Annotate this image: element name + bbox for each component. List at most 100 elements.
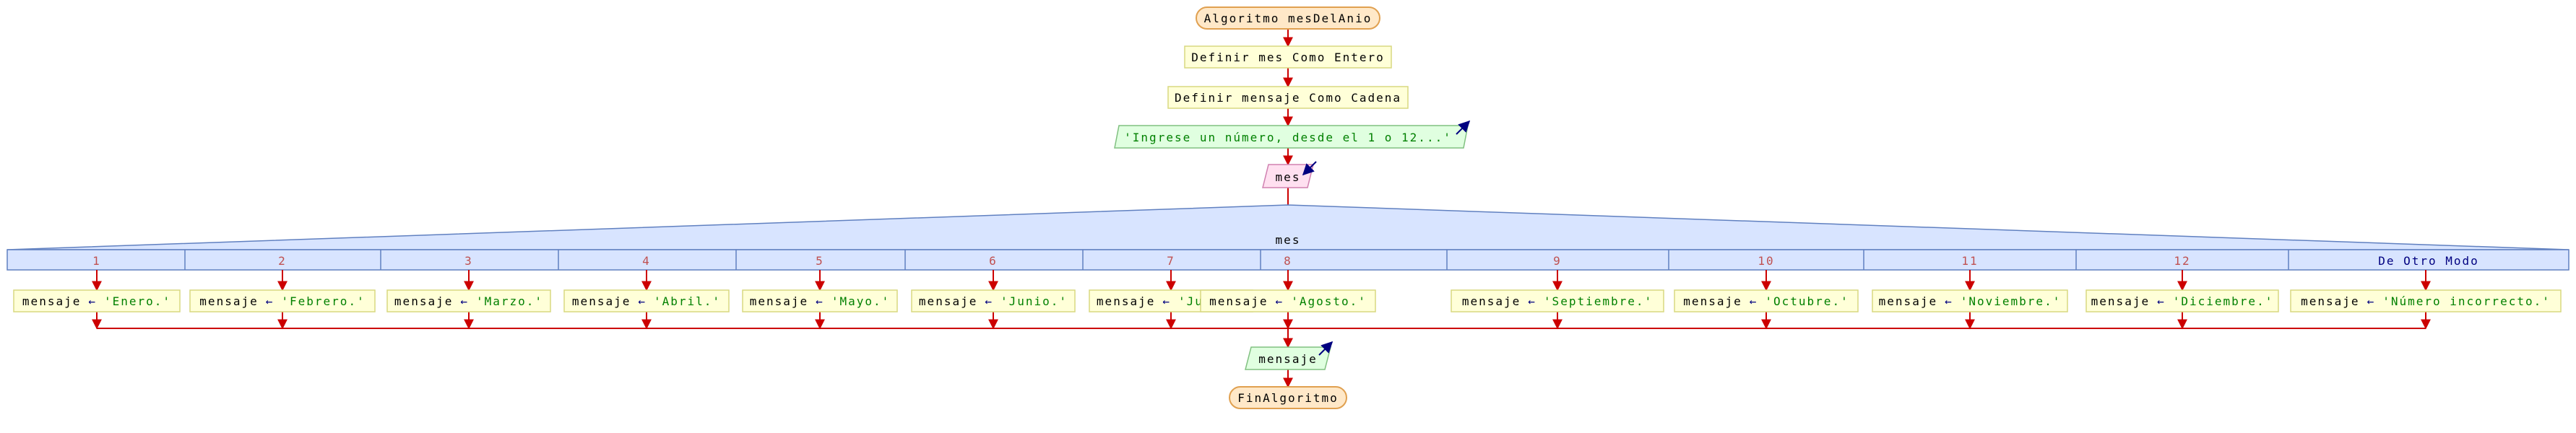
define-mes-box: Definir mes Como Entero xyxy=(1184,45,1392,69)
case-label-7: 7 xyxy=(1167,254,1175,268)
action-box xyxy=(563,289,730,312)
assignment-arrow: ← xyxy=(816,294,824,308)
case-action-10: mensaje←'Octubre.' xyxy=(1674,289,1859,312)
case-label-2: 2 xyxy=(278,254,287,268)
assignment-arrow: ← xyxy=(638,294,647,308)
assignment-arrow: ← xyxy=(266,294,275,308)
assignment-text: mensaje ← 'Número incorrecto.' xyxy=(2301,294,2551,308)
assignment-var: mensaje xyxy=(1879,294,1937,308)
input-mes-text: mes xyxy=(1276,170,1301,184)
assignment-value: 'Agosto.' xyxy=(1291,294,1367,308)
start-terminal: Algoritmo mesDelAnio xyxy=(1196,6,1380,30)
assignment-value: 'Diciembre.' xyxy=(2173,294,2274,308)
case-label-1: 1 xyxy=(92,254,101,268)
action-box xyxy=(2086,289,2279,312)
assignment-value: 'Enero.' xyxy=(104,294,171,308)
case-actions: mensaje←'Enero.'mensaje←'Febrero.'mensaj… xyxy=(13,289,2562,312)
case-label-default: De Otro Modo xyxy=(2378,254,2479,268)
assignment-var: mensaje xyxy=(2301,294,2359,308)
assignment-var: mensaje xyxy=(2091,294,2150,308)
start-label: Algoritmo mesDelAnio xyxy=(1204,12,1373,25)
assignment-text: mensaje ← 'Mayo.' xyxy=(750,294,891,308)
input-arrow-icon xyxy=(1302,161,1317,176)
end-terminal: FinAlgoritmo xyxy=(1229,386,1347,409)
assignment-value: 'Octubre.' xyxy=(1765,294,1849,308)
action-box xyxy=(1451,289,1664,312)
case-action-4: mensaje ← 'Abril.' xyxy=(563,289,730,312)
output-prompt: 'Ingrese un número, desde el 1 o 12...' xyxy=(1114,120,1471,149)
action-box xyxy=(386,289,551,312)
assignment-arrow: ← xyxy=(2367,294,2376,308)
action-box xyxy=(742,289,898,312)
define-mes-text: Definir mes Como Entero xyxy=(1191,51,1385,64)
assignment-text: mensaje ← 'Agosto.' xyxy=(1209,294,1367,308)
assignment-var: mensaje xyxy=(1209,294,1268,308)
case-action-12: mensaje ← 'Diciembre.' xyxy=(2086,289,2279,312)
assignment-text: mensaje←'Marzo.' xyxy=(394,294,543,308)
assignment-var: mensaje xyxy=(1462,294,1521,308)
case-label-8: 8 xyxy=(1284,254,1292,268)
assignment-text: mensaje ← 'Diciembre.' xyxy=(2091,294,2274,308)
output-arrow-icon xyxy=(1456,120,1471,135)
assignment-value: 'Septiembre.' xyxy=(1544,294,1653,308)
assignment-var: mensaje xyxy=(22,294,81,308)
assignment-value: 'Número incorrecto.' xyxy=(2382,294,2551,308)
assignment-var: mensaje xyxy=(1097,294,1155,308)
case-label-11: 11 xyxy=(1961,254,1978,268)
assignment-value: 'Noviembre.' xyxy=(1961,294,2062,308)
case-action-5: mensaje ← 'Mayo.' xyxy=(742,289,898,312)
assignment-value: 'Febrero.' xyxy=(281,294,365,308)
output-prompt-text: 'Ingrese un número, desde el 1 o 12...' xyxy=(1124,131,1452,144)
assignment-value: 'Abril.' xyxy=(654,294,721,308)
assignment-text: mensaje ← 'Septiembre.' xyxy=(1462,294,1653,308)
case-label-6: 6 xyxy=(989,254,998,268)
assignment-var: mensaje xyxy=(572,294,631,308)
action-box xyxy=(1872,289,2068,312)
assignment-var: mensaje xyxy=(1683,294,1742,308)
assignment-var: mensaje xyxy=(394,294,453,308)
assignment-text: mensaje ← 'Abril.' xyxy=(572,294,721,308)
assignment-arrow: ← xyxy=(88,294,97,308)
assignment-value: 'Mayo.' xyxy=(831,294,890,308)
assignment-var: mensaje xyxy=(199,294,258,308)
case-dividers xyxy=(184,250,2289,270)
assignment-var: mensaje xyxy=(919,294,977,308)
assignment-arrow: ← xyxy=(1276,294,1284,308)
output-mensaje-text: mensaje xyxy=(1258,352,1317,366)
case-action-11: mensaje ← 'Noviembre.' xyxy=(1872,289,2068,312)
assignment-text: mensaje←'Junio.' xyxy=(919,294,1068,308)
assignment-arrow: ← xyxy=(1945,294,1953,308)
end-label: FinAlgoritmo xyxy=(1237,391,1339,405)
define-mensaje-text: Definir mensaje Como Cadena xyxy=(1175,91,1401,105)
case-label-12: 12 xyxy=(2174,254,2190,268)
assignment-arrow: ← xyxy=(460,294,469,308)
case-connectors xyxy=(92,270,2431,330)
action-box xyxy=(2290,289,2562,312)
case-action-6: mensaje←'Junio.' xyxy=(911,289,1076,312)
assignment-text: mensaje ← 'Enero.' xyxy=(22,294,171,308)
assignment-text: mensaje ← 'Febrero.' xyxy=(199,294,365,308)
define-mensaje-box: Definir mensaje Como Cadena xyxy=(1167,86,1409,109)
action-box xyxy=(1674,289,1859,312)
case-label-4: 4 xyxy=(642,254,651,268)
input-mes: mes xyxy=(1262,161,1317,188)
action-box xyxy=(1200,289,1376,312)
output-mensaje-arrow-icon xyxy=(1318,341,1334,356)
case-row xyxy=(7,249,2569,271)
case-action-3: mensaje←'Marzo.' xyxy=(386,289,551,312)
case-label-3: 3 xyxy=(464,254,473,268)
case-action-default: mensaje ← 'Número incorrecto.' xyxy=(2290,289,2562,312)
assignment-var: mensaje xyxy=(750,294,808,308)
assignment-arrow: ← xyxy=(1162,294,1171,308)
assignment-arrow: ← xyxy=(2157,294,2166,308)
case-action-2: mensaje ← 'Febrero.' xyxy=(189,289,376,312)
assignment-arrow: ← xyxy=(985,294,993,308)
assignment-arrow: ← xyxy=(1528,294,1536,308)
case-label-9: 9 xyxy=(1553,254,1562,268)
case-action-9: mensaje ← 'Septiembre.' xyxy=(1451,289,1664,312)
action-box xyxy=(13,289,181,312)
case-label-5: 5 xyxy=(816,254,824,268)
